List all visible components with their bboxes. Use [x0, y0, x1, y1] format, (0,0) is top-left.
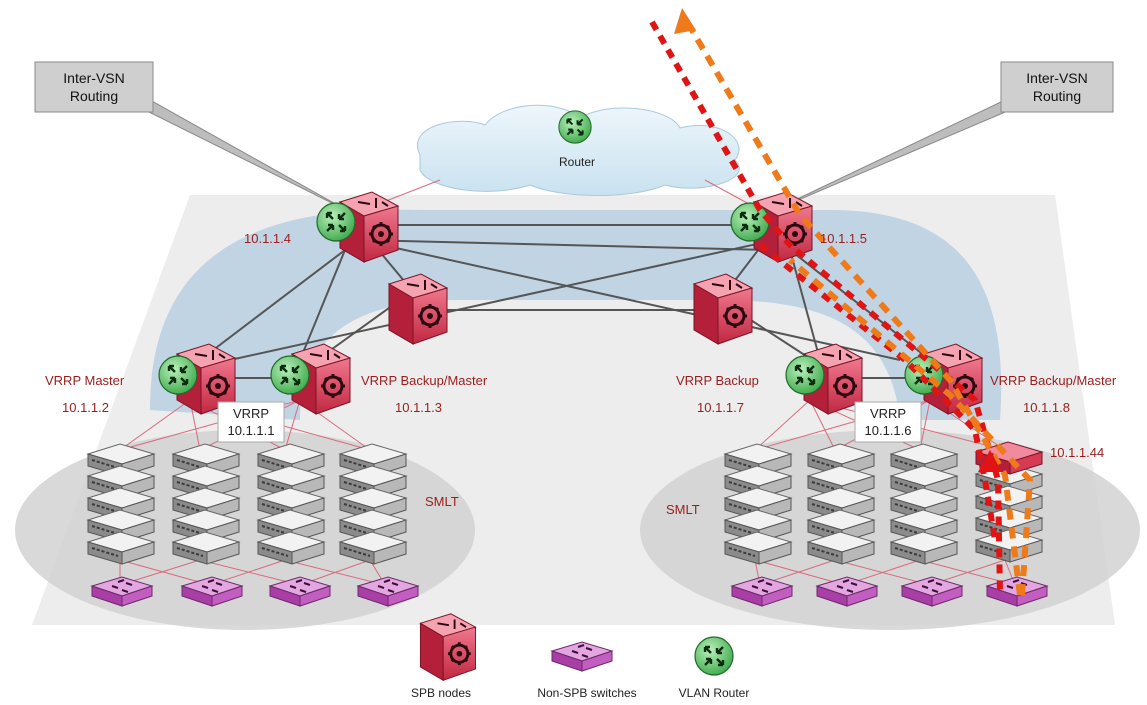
ip-10-1-1-44: 10.1.1.44: [1050, 445, 1104, 460]
legend-vlan-router-icon: [693, 635, 735, 677]
role-vrrp-master: VRRP Master: [45, 373, 125, 388]
core-links: [199, 224, 931, 379]
vlan-router-10-1-1-2: [157, 354, 199, 396]
vlan-router-10-1-1-5: [729, 201, 771, 243]
legend-spb-label: SPB nodes: [411, 686, 471, 700]
callout-left-line2: Routing: [70, 88, 118, 104]
callout-left-line1: Inter-VSN: [63, 70, 124, 86]
role-vrrp-backup-master-left: VRRP Backup/Master: [361, 373, 488, 388]
vrrp-left-ip: 10.1.1.1: [228, 423, 275, 438]
router-label: Router: [559, 155, 595, 169]
traffic-path-orange: [689, 28, 1034, 596]
switch-stack-left-2: [172, 443, 240, 565]
spb-node-core-right: [692, 272, 754, 346]
cloud-router: [557, 109, 593, 145]
vrrp-right-title: VRRP: [870, 406, 906, 421]
smlt-right: SMLT: [666, 502, 700, 517]
vrrp-left-title: VRRP: [233, 406, 269, 421]
switch-stack-right-3: [890, 443, 958, 565]
vrrp-box-left: VRRP 10.1.1.1: [217, 401, 285, 443]
ip-10-1-1-8: 10.1.1.8: [1023, 400, 1070, 415]
spb-node-core-left: [387, 272, 449, 346]
role-vrrp-backup-master-right: VRRP Backup/Master: [990, 373, 1117, 388]
legend-non-spb-label: Non-SPB switches: [537, 686, 636, 700]
switch-stack-right-1: [724, 443, 792, 565]
legend-non-spb-switch-icon: [551, 641, 613, 672]
ip-10-1-1-3: 10.1.1.3: [395, 400, 442, 415]
vrrp-box-right: VRRP 10.1.1.6: [854, 401, 922, 443]
ip-10-1-1-5: 10.1.1.5: [820, 231, 867, 246]
access-ellipse-right: [640, 430, 1140, 630]
arrowhead-orange: [674, 8, 696, 34]
callout-left: Inter-VSN Routing: [34, 61, 351, 213]
arrowhead-red: [978, 450, 1002, 472]
callout-right: Inter-VSN Routing: [769, 61, 1114, 213]
callout-right-line2: Routing: [1033, 88, 1081, 104]
router-cloud: [417, 104, 740, 196]
legend: SPB nodes Non-SPB switches VLAN Router: [411, 612, 750, 700]
switch-stack-left-1: [87, 443, 155, 565]
ip-10-1-1-2: 10.1.1.2: [62, 400, 109, 415]
vlan-router-10-1-1-4: [315, 201, 357, 243]
smlt-left: SMLT: [425, 494, 459, 509]
switch-stack-left-3: [257, 443, 325, 565]
switch-stack-right-2: [807, 443, 875, 565]
vlan-router-10-1-1-7: [784, 354, 826, 396]
callout-right-line1: Inter-VSN: [1026, 70, 1087, 86]
switch-stack-left-4: [339, 443, 407, 565]
legend-spb-node-icon: [418, 612, 477, 682]
vlan-router-10-1-1-3: [269, 354, 311, 396]
traffic-path-red: [649, 20, 1003, 596]
role-vrrp-backup: VRRP Backup: [676, 373, 759, 388]
vrrp-right-ip: 10.1.1.6: [865, 423, 912, 438]
ip-10-1-1-4: 10.1.1.4: [244, 231, 291, 246]
legend-vlan-router-label: VLAN Router: [679, 686, 750, 700]
ip-10-1-1-7: 10.1.1.7: [697, 400, 744, 415]
